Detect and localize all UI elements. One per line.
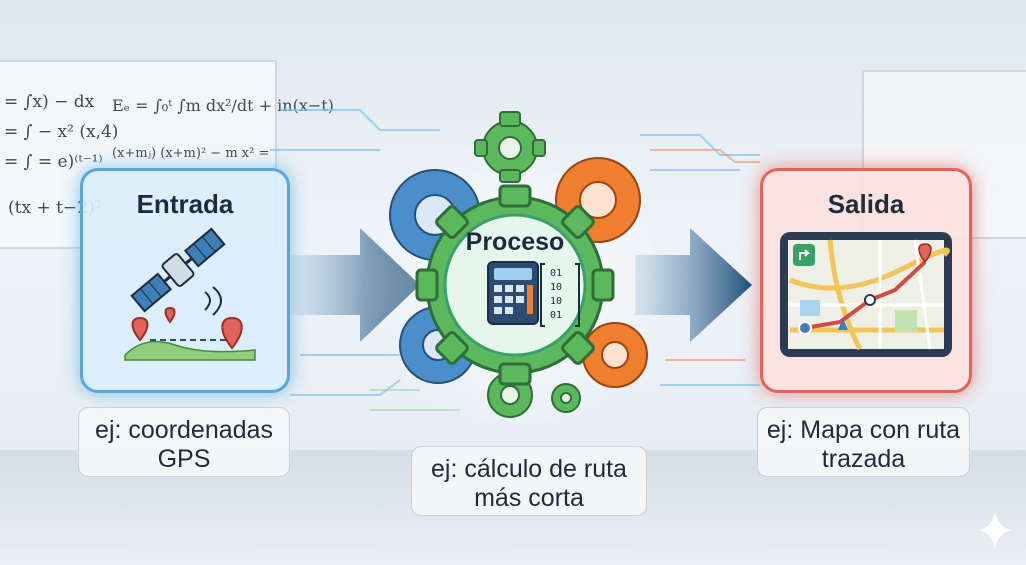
math-line: = ∫ − x² (x,4) <box>4 122 119 142</box>
input-title: Entrada <box>136 189 234 219</box>
math-line: = ∫x) − dx <box>4 92 95 112</box>
svg-text:10: 10 <box>550 296 562 307</box>
output-title: Salida <box>827 189 905 219</box>
process-title: Proceso <box>465 228 565 256</box>
output-example: ej: Mapa con ruta trazada <box>757 407 970 477</box>
satellite-icon <box>130 227 226 313</box>
signal-icon <box>204 286 222 316</box>
binary-code-icon: 01 10 10 01 <box>540 263 580 327</box>
calculator-icon <box>487 261 539 325</box>
math-line: = ∫ = e)⁽ᵗ⁻¹⁾ <box>4 152 103 172</box>
arrow-process-to-output <box>635 228 752 342</box>
input-example: ej: coordenadas GPS <box>78 407 290 477</box>
turn-arrow-icon <box>799 249 811 260</box>
math-formula: (x+mⱼ) (x+m)² − m x² = <box>112 146 270 161</box>
location-pin-icon <box>131 306 243 350</box>
process-example: ej: cálculo de ruta más corta <box>411 446 647 516</box>
gear-orange-bottom-right <box>582 322 648 388</box>
data-flow-lines <box>270 109 760 396</box>
gear-small-green-bottom <box>487 372 581 418</box>
map-tablet-icon <box>780 232 952 357</box>
svg-text:10: 10 <box>550 282 562 293</box>
svg-text:01: 01 <box>550 310 562 321</box>
svg-text:01: 01 <box>550 268 562 279</box>
sparkle-icon <box>978 512 1012 548</box>
gear-small-green-top <box>482 120 538 176</box>
math-line: (tx + t−2)² <box>8 198 102 218</box>
terrain-icon <box>124 340 256 361</box>
math-formula: Eₑ = ∫₀ᵗ ∫m dx²/dt + in(x−t) <box>112 96 334 115</box>
